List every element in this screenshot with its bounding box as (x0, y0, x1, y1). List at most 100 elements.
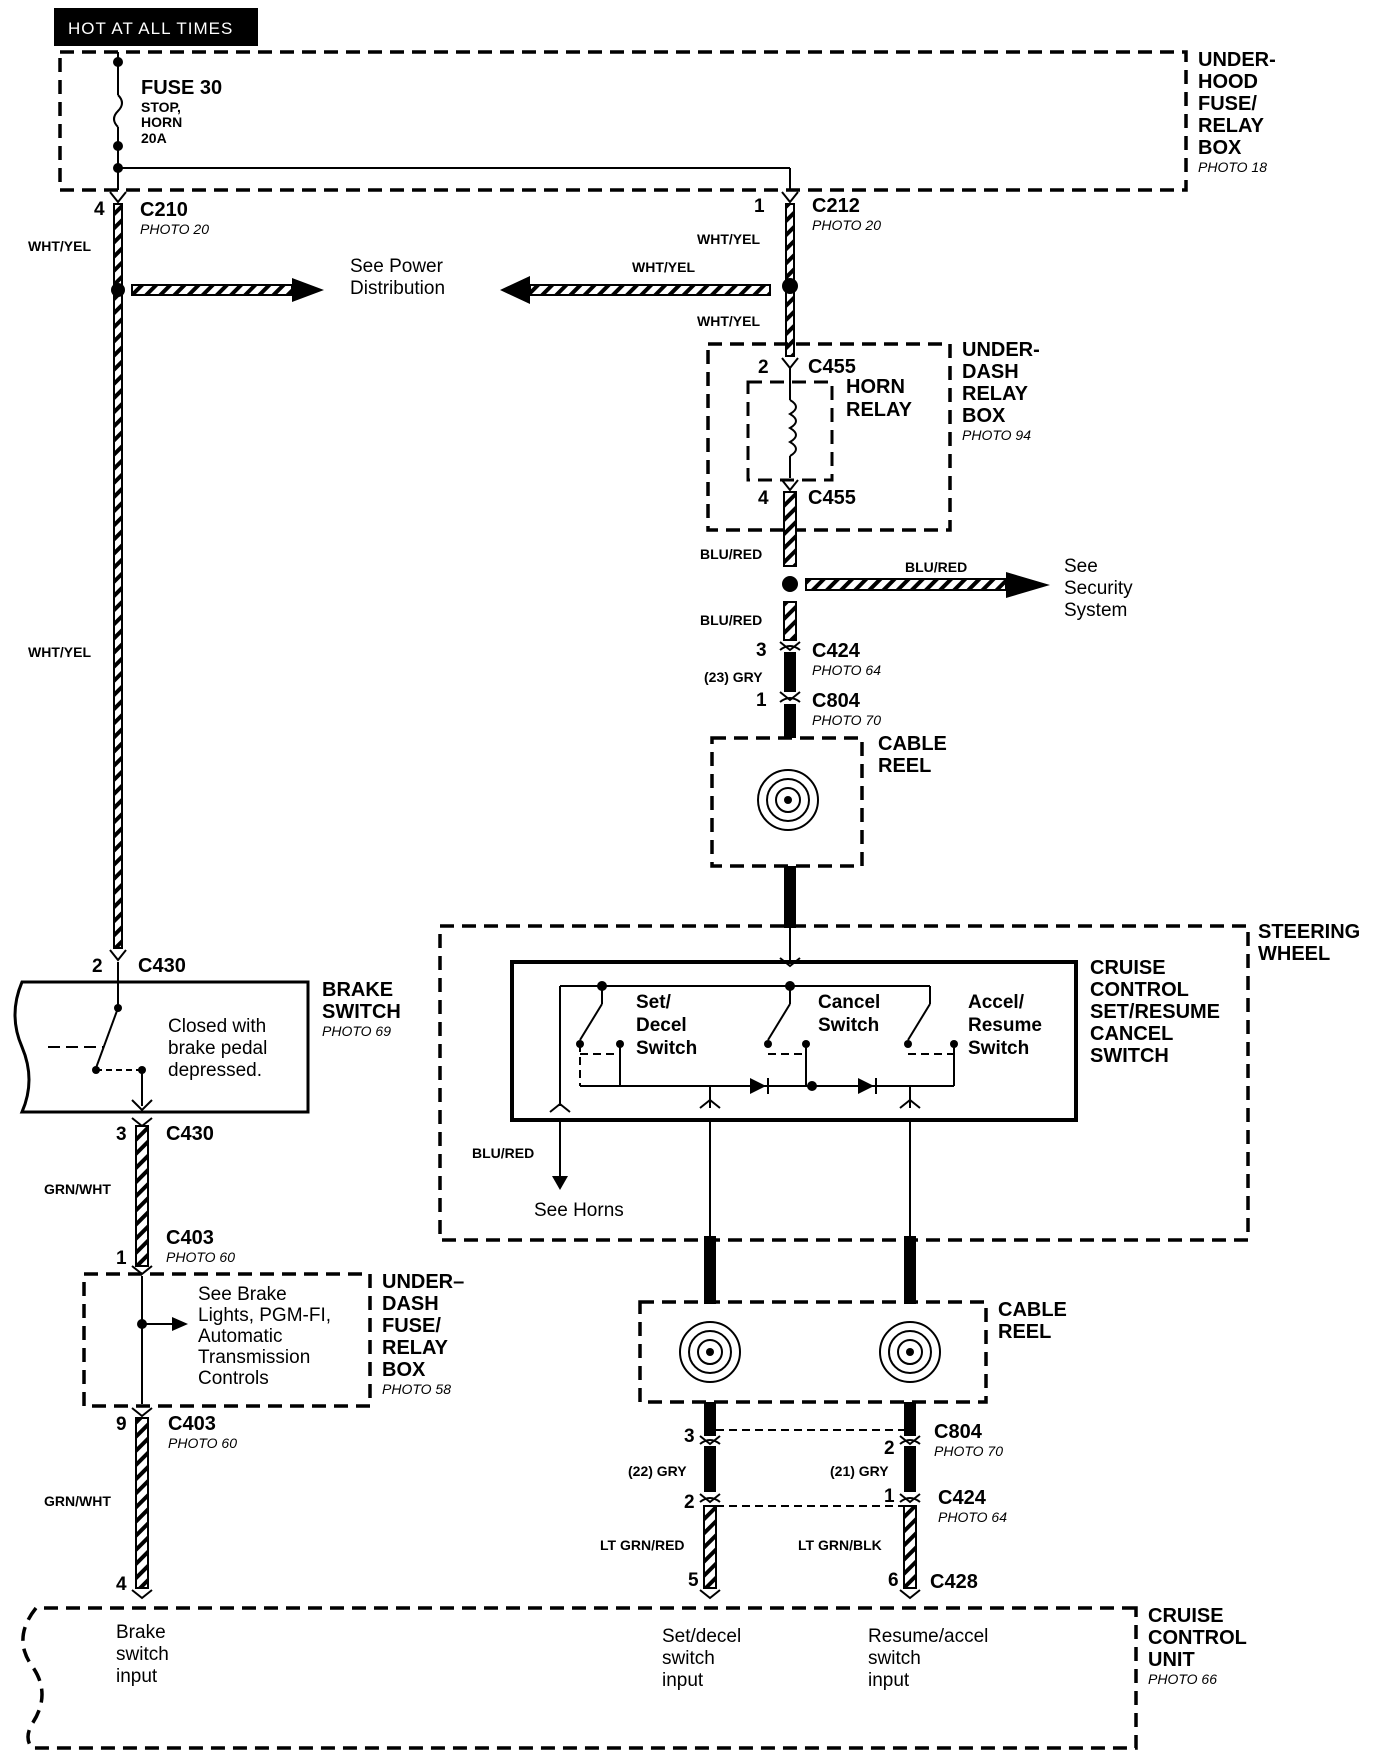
diagram-label: Resume/accel (868, 1626, 988, 1647)
diagram-label: WHT/YEL (632, 259, 695, 275)
underdash-relay-box-label: UNDER- DASH RELAY BOX PHOTO 94 (962, 339, 1040, 443)
diagram-label: 4 (116, 1574, 127, 1595)
diagram-label: GRN/WHT (44, 1181, 111, 1197)
diagram-label: DASH (962, 361, 1019, 383)
diagram-label: BRAKE (322, 979, 393, 1001)
steering-wheel-outline (438, 924, 1250, 1242)
diagram-label: (21) GRY (830, 1463, 889, 1479)
diagram-label: Security (1064, 578, 1133, 599)
cruise-unit-inputs: Brake switch input Set/decel switch inpu… (116, 1622, 988, 1691)
diagram-label: C455 (808, 356, 856, 378)
diagram-label: PHOTO 64 (812, 662, 881, 678)
diagram-label: RELAY (1198, 115, 1265, 137)
diagram-label: input (662, 1670, 704, 1691)
diagram-label: PHOTO 64 (938, 1509, 1007, 1525)
diagram-label: PHOTO 18 (1198, 159, 1267, 175)
diagram-label: PHOTO 70 (812, 712, 881, 728)
diagram-label: FUSE/ (1198, 93, 1257, 115)
diagram-label: 4 (758, 488, 769, 509)
horn-relay: 2 C455 HORN RELAY 4 C455 (746, 356, 913, 509)
diagram-label: UNDER– (382, 1271, 464, 1293)
diagram-label: HOOD (1198, 71, 1258, 93)
cable-reel-upper-spiral (757, 769, 819, 831)
diagram-label: PHOTO 20 (140, 221, 209, 237)
diagram-label: See Horns (534, 1200, 624, 1221)
diagram-label: 5 (688, 1570, 699, 1591)
diagram-label: brake pedal (168, 1038, 267, 1059)
wire-blu-red: BLU/RED BLU/RED (700, 491, 798, 641)
diagram-label: 2 (684, 1492, 695, 1513)
switch-internal-wiring (549, 928, 958, 1113)
diagram-label: C428 (930, 1571, 978, 1593)
lower-right-wires: 3 2 C804 PHOTO 70 (22) GRY (21) GRY 2 1 … (600, 1402, 1007, 1600)
diagram-label: 4 (94, 199, 105, 220)
diagram-label: Decel (636, 1015, 687, 1036)
diagram-label: CANCEL (1090, 1023, 1173, 1045)
diagram-label: C403 (166, 1227, 214, 1249)
diagram-label: SWITCH (322, 1001, 401, 1023)
security-arrow: BLU/RED See Security System (805, 556, 1133, 621)
diagram-label: BLU/RED (472, 1145, 534, 1161)
see-horns-ref: BLU/RED See Horns (472, 1118, 624, 1221)
diagram-label: 3 (684, 1426, 695, 1447)
diagram-label: GRN/WHT (44, 1493, 111, 1509)
diagram-label: System (1064, 600, 1127, 621)
cruise-control-unit-label: CRUISE CONTROL UNIT PHOTO 66 (1148, 1605, 1247, 1687)
diagram-label: (23) GRY (704, 669, 763, 685)
diagram-label: C212 (812, 195, 860, 217)
switch-labels: Set/ Decel Switch Cancel Switch Accel/ R… (636, 992, 1042, 1059)
diagram-label: RELAY (846, 399, 913, 421)
diagram-label: Switch (818, 1015, 879, 1036)
diagram-label: Switch (968, 1038, 1029, 1059)
cable-reel-upper-label: CABLE (878, 733, 947, 755)
diagram-label: 2 (884, 1438, 895, 1459)
diagram-label: 3 (756, 640, 767, 661)
wire-right-upper: 1 C212 PHOTO 20 WHT/YEL WHT/YEL WHT/YEL (632, 191, 881, 357)
diagram-label: C430 (166, 1123, 214, 1145)
wire-left-wht-yel: 4 C210 PHOTO 20 WHT/YEL WHT/YEL (28, 191, 209, 949)
diagram-label: Brake (116, 1622, 166, 1643)
power-distribution-ref: See Power (350, 256, 444, 277)
diagram-label: FUSE/ (382, 1315, 441, 1337)
brake-switch: 2 C430 Closed with brake pedal depressed… (13, 949, 401, 1114)
diagram-label: SET/RESUME (1090, 1001, 1220, 1023)
fuse-name: FUSE 30 (141, 77, 222, 99)
diagram-label: RELAY (382, 1337, 449, 1359)
diagram-label: Transmission (198, 1347, 310, 1368)
diagram-label: LT GRN/RED (600, 1537, 685, 1553)
diagram-label: RELAY (962, 383, 1029, 405)
diagram-label: 2 (758, 357, 769, 378)
diagram-label: BLU/RED (905, 559, 967, 575)
diagram-label: See Brake (198, 1284, 287, 1305)
underdash-relay-box-outline (706, 342, 952, 532)
cruise-control-unit-outline (21, 1606, 1138, 1750)
fuse-30: FUSE 30 STOP, HORN 20A (113, 52, 222, 190)
diagram-label: WHT/YEL (28, 238, 91, 254)
diagram-label: WHT/YEL (697, 231, 760, 247)
diagram-label: input (868, 1670, 910, 1691)
diagram-label: C430 (138, 955, 186, 977)
diagram-label: PHOTO 66 (1148, 1671, 1217, 1687)
diagram-label: Closed with (168, 1016, 266, 1037)
diagram-label: PHOTO 70 (934, 1443, 1003, 1459)
diagram-label: UNIT (1148, 1649, 1195, 1671)
diagram-label: WHT/YEL (697, 313, 760, 329)
underdash-fuse-box-outline (82, 1272, 372, 1408)
diagram-label: Controls (198, 1368, 269, 1389)
diagram-label: depressed. (168, 1060, 262, 1081)
diagram-label: (22) GRY (628, 1463, 687, 1479)
hot-at-all-times-badge: HOT AT ALL TIMES (54, 8, 258, 46)
diagram-label: Distribution (350, 278, 445, 299)
diagram-label: input (116, 1666, 158, 1687)
diagram-label: 2 (92, 956, 103, 977)
diagram-label: UNDER- (962, 339, 1040, 361)
cable-reel-lower-spirals (679, 1321, 941, 1383)
diagram-label: BOX (962, 405, 1006, 427)
diagram-label: WHEEL (1258, 943, 1330, 965)
wire-grn-wht-lower: 9 C403 PHOTO 60 GRN/WHT 4 (44, 1407, 237, 1600)
diagram-label: 1 (884, 1486, 895, 1507)
diagram-label: 1 (756, 690, 767, 711)
diagram-label: CRUISE (1090, 957, 1166, 979)
diagram-label: BOX (382, 1359, 426, 1381)
diagram-label: REEL (998, 1321, 1051, 1343)
